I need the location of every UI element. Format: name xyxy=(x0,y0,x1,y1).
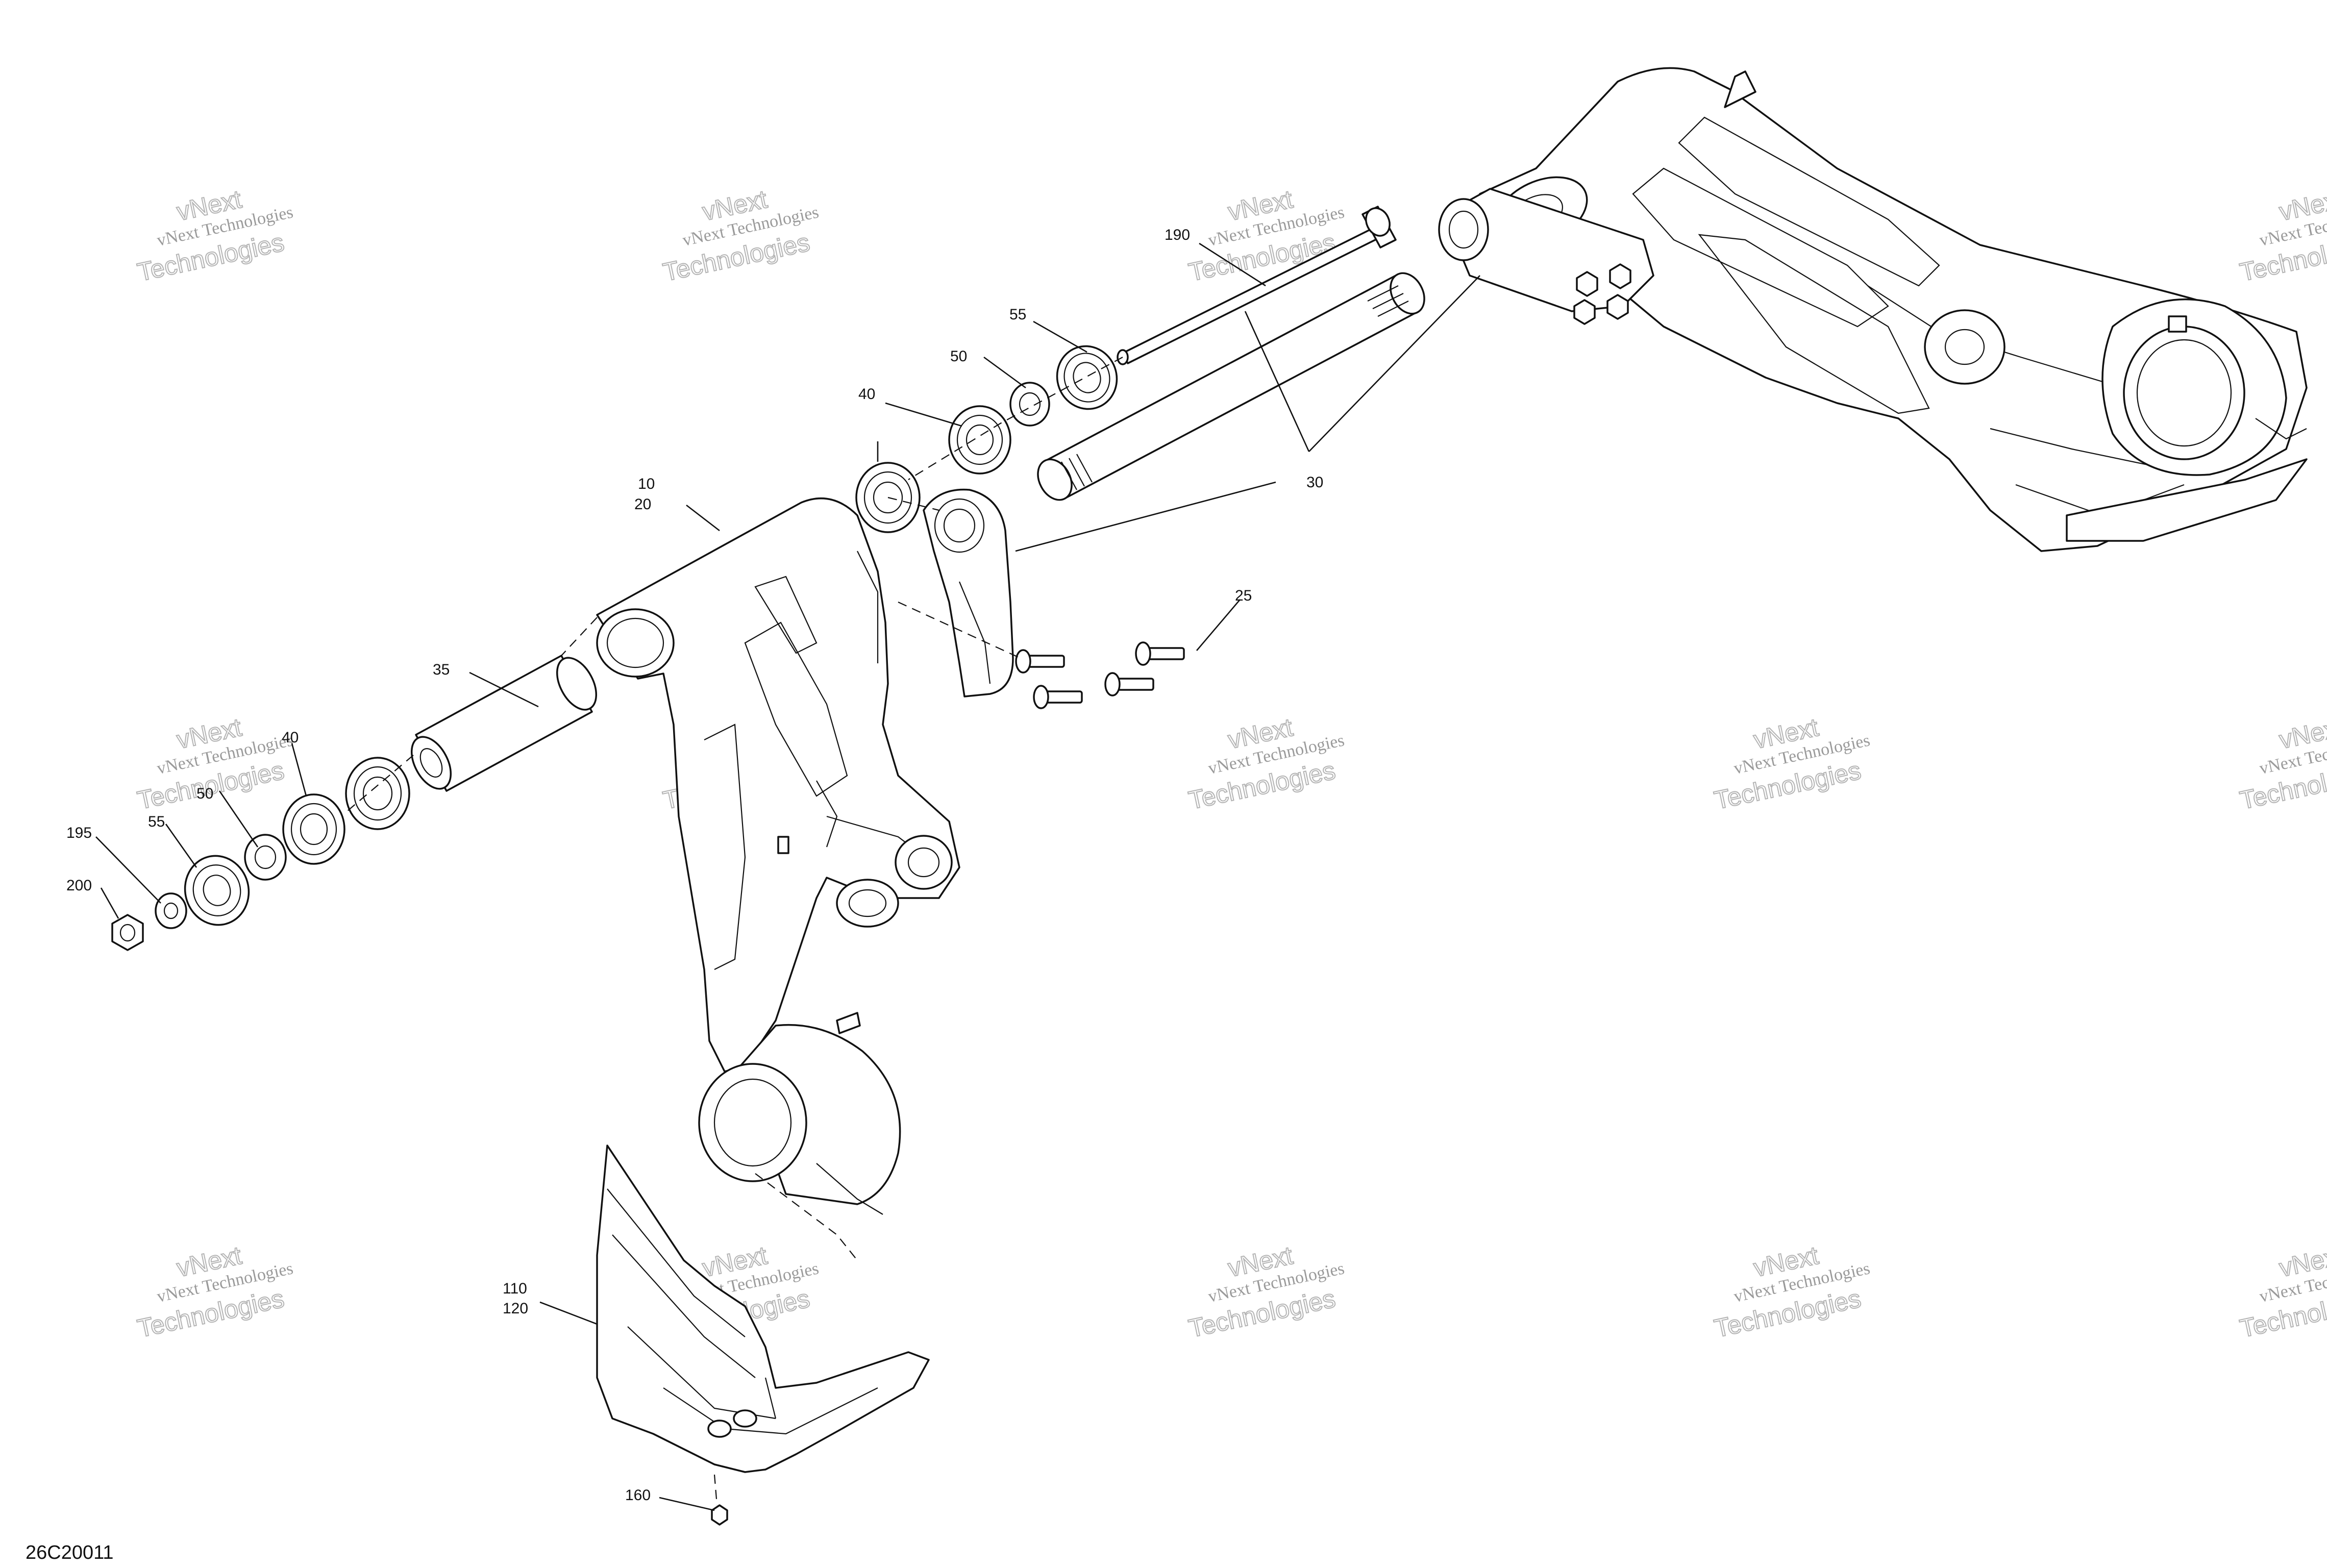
part-25-bolts xyxy=(1015,641,1185,709)
bolt-25-d xyxy=(1104,672,1154,696)
callout-10: 10 xyxy=(638,476,655,492)
callout-160: 160 xyxy=(625,1487,651,1504)
part-110-120-skid-guard xyxy=(596,1144,930,1473)
callout-110: 110 xyxy=(503,1280,527,1297)
bolt-25-b xyxy=(1135,641,1185,666)
part-200-nut xyxy=(111,914,144,951)
callout-20: 20 xyxy=(634,496,651,513)
callout-25: 25 xyxy=(1235,587,1252,604)
part-160-screw xyxy=(711,1504,728,1526)
callout-40: 40 xyxy=(858,386,875,403)
spline-link-arm xyxy=(923,488,1014,698)
assembled-trailing-arm xyxy=(1438,67,2308,552)
callout-50: 50 xyxy=(196,785,213,802)
part-50-spacer-upper xyxy=(1009,382,1050,427)
callout-190: 190 xyxy=(1165,227,1190,243)
part-55-seal-lower xyxy=(184,855,250,926)
callout-40: 40 xyxy=(282,729,299,746)
drawing-id: 26C20011 xyxy=(26,1542,114,1563)
callout-120: 120 xyxy=(503,1300,528,1317)
callout-55: 55 xyxy=(1009,306,1026,323)
part-190-long-bolt xyxy=(1117,206,1397,365)
callouts: 190 55 50 40 10 20 30 25 35 40 50 55 195… xyxy=(66,227,1323,1504)
part-40-bearing-upper xyxy=(948,405,1011,475)
part-30-splined-shaft xyxy=(1037,272,1425,501)
callout-55: 55 xyxy=(148,813,165,830)
bolt-25-a xyxy=(1015,649,1065,674)
part-40-bearing-lower xyxy=(345,757,410,830)
part-10-20-trailing-arm xyxy=(596,497,960,1215)
callout-195: 195 xyxy=(66,825,92,841)
part-35-sleeve xyxy=(410,655,598,792)
part-55-seal-upper xyxy=(1056,345,1118,410)
callout-200: 200 xyxy=(66,877,92,894)
part-50-spacer-lower xyxy=(244,834,287,881)
leader-lines xyxy=(95,242,1480,1511)
part-195-washer xyxy=(155,892,187,929)
bolt-25-c xyxy=(1033,685,1083,709)
callout-50: 50 xyxy=(950,348,967,365)
callout-30: 30 xyxy=(1306,474,1323,491)
callout-35: 35 xyxy=(433,661,450,678)
part-40-bearing-lower-2 xyxy=(282,793,345,865)
assembly-centerlines xyxy=(346,357,1123,1506)
